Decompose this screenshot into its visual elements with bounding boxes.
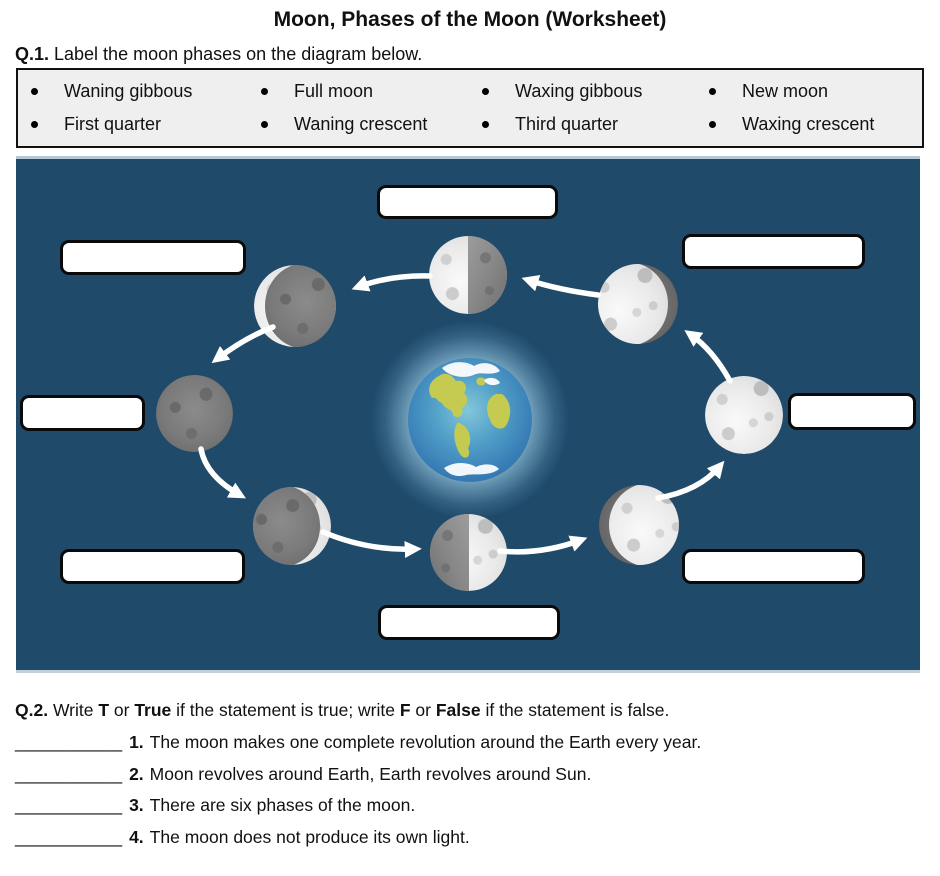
bullet-icon <box>709 121 716 128</box>
answer-box-bottom-center[interactable] <box>378 605 560 640</box>
moon-bottom-center <box>430 514 507 591</box>
q2-statement-2: ___________ 2.Moon revolves around Earth,… <box>15 759 925 791</box>
word-bank-label: Waning crescent <box>294 114 428 134</box>
word-bank-item: Waning crescent <box>261 114 482 135</box>
word-bank-label: Waxing crescent <box>742 114 875 134</box>
bullet-icon <box>31 121 38 128</box>
answer-box-upper-right[interactable] <box>682 234 865 269</box>
arrow-left-to-lower-left <box>198 446 246 499</box>
moon-left <box>156 375 233 452</box>
answer-box-left[interactable] <box>20 395 145 431</box>
statement-text: The moon makes one complete revolution a… <box>149 732 702 752</box>
arrow-bottom-to-lower-right <box>497 535 588 555</box>
q2-statement-4: ___________ 4.The moon does not produce i… <box>15 822 925 854</box>
statement-number: 3. <box>129 795 144 815</box>
word-bank-item: Waxing crescent <box>709 114 922 135</box>
answer-box-right[interactable] <box>788 393 916 430</box>
q2-number: Q.2. <box>15 700 49 720</box>
answer-box-top-center[interactable] <box>377 185 558 219</box>
answer-box-upper-left[interactable] <box>60 240 246 275</box>
moon-top-center <box>429 236 507 314</box>
bullet-icon <box>482 88 489 95</box>
answer-blank-1[interactable]: ___________ <box>15 732 123 752</box>
word-bank-label: New moon <box>742 81 829 101</box>
statement-text: The moon does not produce its own light. <box>149 826 470 847</box>
bullet-icon <box>31 88 38 95</box>
moon-phase-diagram <box>16 156 920 673</box>
word-bank: Waning gibbous Full moon Waxing gibbous … <box>16 68 924 148</box>
q2-section: Q.2. Write T or True if the statement is… <box>15 697 925 853</box>
word-bank-item: Full moon <box>261 81 482 102</box>
moon-upper-left <box>254 265 336 347</box>
page-title: Moon, Phases of the Moon (Worksheet) <box>273 8 667 31</box>
arrow-top-to-upper-left <box>351 273 433 292</box>
moon-lit-side <box>705 376 783 454</box>
bullet-icon <box>261 88 268 95</box>
answer-blank-3[interactable]: ___________ <box>15 795 123 815</box>
bullet-icon <box>709 88 716 95</box>
word-bank-label: Waxing gibbous <box>515 81 643 101</box>
moon-lit-side <box>609 485 679 565</box>
word-bank-item: New moon <box>709 81 922 102</box>
moon-lit-side <box>598 264 668 344</box>
q1-instruction: Q.1. Label the moon phases on the diagra… <box>15 44 422 65</box>
answer-blank-4[interactable]: ___________ <box>15 826 123 847</box>
q1-number: Q.1. <box>15 44 50 64</box>
bullet-icon <box>482 121 489 128</box>
word-bank-label: Full moon <box>294 81 374 101</box>
moon-shadow-side <box>430 514 469 591</box>
q2-statement-1: ___________ 1.The moon makes one complete… <box>15 727 925 759</box>
moon-shadow-side <box>468 236 507 314</box>
word-bank-label: First quarter <box>64 114 162 134</box>
statement-text: Moon revolves around Earth, Earth revolv… <box>149 763 592 784</box>
q2-statement-3: ___________ 3.There are six phases of the… <box>15 790 925 822</box>
arrow-lower-left-to-bottom <box>320 529 422 558</box>
moon-shadow-side <box>156 375 233 452</box>
word-bank-item: Third quarter <box>482 114 709 135</box>
answer-blank-2[interactable]: ___________ <box>15 763 123 784</box>
moon-right <box>705 376 783 454</box>
arrow-right-to-upper-right <box>684 330 733 384</box>
answer-box-lower-right[interactable] <box>682 549 865 584</box>
moon-lower-left <box>253 487 331 565</box>
moon-upper-right <box>598 264 678 344</box>
earth-illustration <box>408 358 532 482</box>
q1-text: Label the moon phases on the diagram bel… <box>49 44 423 64</box>
word-bank-item: Waxing gibbous <box>482 81 709 102</box>
statement-number: 1. <box>129 732 144 752</box>
moon-lower-right <box>599 485 679 565</box>
answer-box-lower-left[interactable] <box>60 549 245 584</box>
moon-shadow-side <box>265 265 336 347</box>
statement-number: 2. <box>129 763 144 784</box>
word-bank-item: First quarter <box>31 114 261 135</box>
word-bank-item: Waning gibbous <box>31 81 261 102</box>
word-bank-label: Third quarter <box>515 114 619 134</box>
q2-instruction: Q.2. Write T or True if the statement is… <box>15 700 670 720</box>
statement-text: There are six phases of the moon. <box>149 795 416 815</box>
arrow-upper-right-to-top <box>521 275 601 298</box>
moon-shadow-side <box>253 487 321 565</box>
word-bank-label: Waning gibbous <box>64 81 193 101</box>
statement-number: 4. <box>129 826 144 847</box>
bullet-icon <box>261 121 268 128</box>
